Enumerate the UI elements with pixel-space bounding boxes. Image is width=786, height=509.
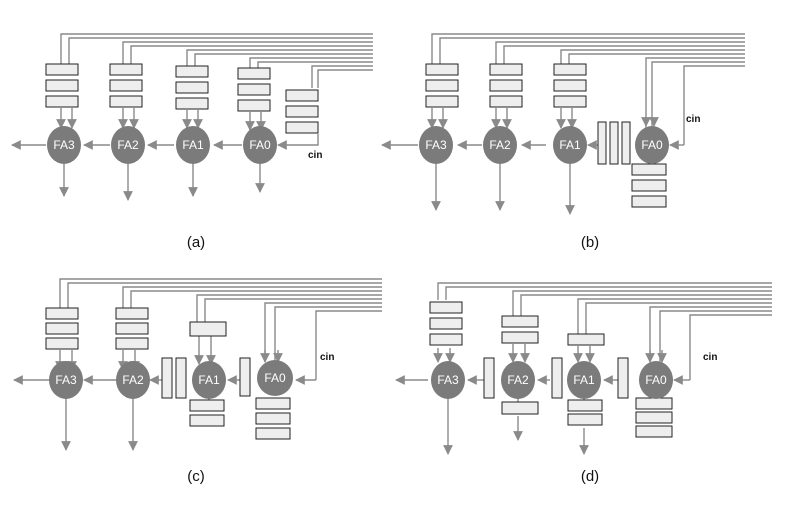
panel-b-cin-label: cin (686, 114, 700, 125)
panel-d-fa1-node (567, 361, 601, 399)
panel-b-fa0-node (635, 126, 669, 164)
panel-d-fa3-node (431, 361, 465, 399)
panel-b-caption: (b) (581, 234, 599, 251)
panel-d-fa0-label: FA0 (645, 373, 667, 387)
panel-b-input-bus (431, 33, 745, 145)
panel-a-fa3-node (47, 126, 81, 164)
panel-c-registers (45, 307, 291, 440)
panel-b-fa1-label: FA1 (559, 138, 581, 152)
panel-c-fa2-node (116, 361, 150, 399)
panel-a-input-bus (60, 33, 373, 88)
panel-b-fa3-node (419, 126, 453, 164)
panel-a-fa1-node (176, 126, 210, 164)
panel-d-fa0-node (639, 361, 673, 399)
panel-d-input-bus (437, 282, 772, 380)
panel-a-fa2-node (111, 126, 145, 164)
panel-c-fa0-node (257, 360, 293, 396)
panel-b-registers (425, 63, 667, 208)
panel-b-fa1-node (553, 126, 587, 164)
panel-b-adders: FA3 FA2 FA1 FA0 (419, 126, 669, 164)
panel-c-fa2-label: FA2 (122, 373, 144, 387)
panel-b-fa2-label: FA2 (489, 138, 511, 152)
panel-a-registers (45, 63, 319, 134)
panel-a-fa0-label: FA0 (249, 138, 271, 152)
panel-d-cin-label: cin (703, 352, 717, 363)
panel-c-fa3-node (49, 361, 83, 399)
panel-b-fa3-label: FA3 (425, 138, 447, 152)
panel-c-fa1-label: FA1 (198, 373, 220, 387)
panel-d-fa3-label: FA3 (437, 373, 459, 387)
panel-c (13, 278, 382, 451)
panel-b-fa2-node (483, 126, 517, 164)
panel-d (395, 282, 772, 455)
panel-d-fa2-node (501, 361, 535, 399)
panel-d-registers (429, 301, 673, 438)
panel-d-fa2-label: FA2 (507, 373, 529, 387)
panel-d-fa1-label: FA1 (573, 373, 595, 387)
panel-b-fa0-label: FA0 (641, 138, 663, 152)
panel-a-cin-label: cin (308, 150, 322, 161)
panel-c-fa3-label: FA3 (55, 373, 77, 387)
panel-b (381, 33, 745, 215)
panel-a-fa0-node (243, 126, 277, 164)
panel-d-adders: FA3 FA2 FA1 FA0 (431, 361, 673, 399)
panel-a-caption: (a) (187, 234, 205, 251)
panel-a (11, 33, 373, 201)
panel-d-caption: (d) (581, 468, 599, 485)
panel-c-adders: FA3 FA2 FA1 FA0 (49, 360, 293, 399)
panel-a-fa3-label: FA3 (53, 138, 75, 152)
panel-c-caption: (c) (187, 468, 205, 485)
panel-c-input-bus (59, 278, 382, 380)
panel-c-cin-label: cin (320, 352, 334, 363)
panel-a-fa1-label: FA1 (182, 138, 204, 152)
panel-c-fa0-label: FA0 (264, 371, 286, 385)
panel-a-adders: FA3 FA2 FA1 FA0 (47, 126, 277, 164)
panel-a-fa2-label: FA2 (117, 138, 139, 152)
panel-c-fa1-node (192, 361, 226, 399)
